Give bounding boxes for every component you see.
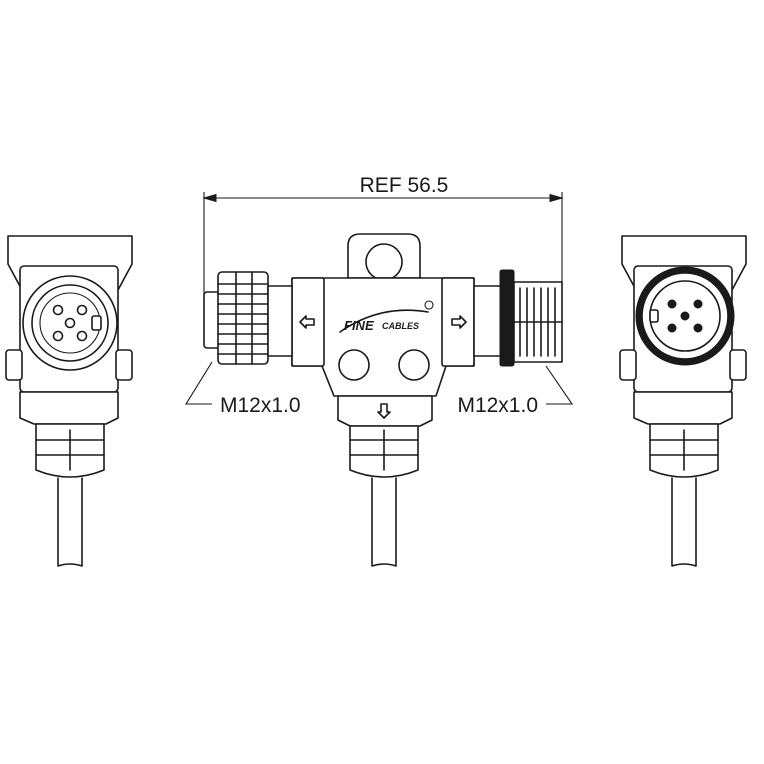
right-key-notch [649, 309, 659, 323]
dimension-arrow-right [549, 193, 564, 203]
center-cable [371, 477, 397, 567]
center-tee-connector: REF 56.5 FINE CABLES [185, 174, 574, 567]
right-pin [693, 299, 703, 309]
logo-swoosh [339, 309, 429, 333]
body-hole-left [338, 349, 370, 381]
body-hole-right [398, 349, 430, 381]
right-knurled-flange [499, 269, 515, 367]
left-nut-neck [267, 285, 293, 357]
left-thread-label: M12x1.0 [220, 394, 301, 417]
left-body-band [291, 277, 325, 367]
left-knurled-nut [217, 271, 269, 365]
right-pin [667, 299, 677, 309]
left-key-notch [91, 315, 102, 331]
left-pin-socket [52, 304, 64, 316]
left-leader-line [185, 361, 213, 405]
bottom-collar [337, 395, 433, 427]
brand-logo-sub: CABLES [382, 321, 419, 331]
brand-logo-main: FINE [344, 318, 374, 333]
dimension-arrow-left [202, 193, 217, 203]
right-male-end-view [619, 235, 747, 567]
left-side-tab-right [115, 349, 133, 381]
left-face-ring [31, 284, 109, 362]
left-female-end-view [5, 235, 133, 567]
left-pin-socket [64, 317, 76, 329]
left-pin-socket [76, 330, 88, 342]
right-pin [667, 323, 677, 333]
right-lower-collar [633, 391, 733, 425]
right-side-tab-left [619, 349, 637, 381]
left-pin-socket [52, 330, 64, 342]
right-side-tab-right [729, 349, 747, 381]
left-knurl-lines [217, 271, 269, 365]
left-lower-collar [19, 391, 119, 425]
right-leader-line [545, 365, 574, 405]
right-thread-label: M12x1.0 [457, 394, 538, 417]
left-face-outer-ring [22, 275, 118, 371]
dimension-ref: REF 56.5 [202, 174, 564, 296]
arrow-down-icon [377, 403, 391, 419]
right-pin [680, 311, 690, 321]
left-side-tab-left [5, 349, 23, 381]
dimension-label: REF 56.5 [360, 174, 449, 197]
right-thread-lines [513, 287, 563, 357]
right-body-band [441, 277, 475, 367]
arrow-left-icon [299, 315, 315, 329]
right-cable [671, 477, 697, 567]
right-pin [693, 323, 703, 333]
top-boss [347, 233, 421, 279]
left-pin-socket [76, 304, 88, 316]
arrow-right-icon [451, 315, 467, 329]
left-cable [57, 477, 83, 567]
brand-logo: FINE CABLES [339, 300, 434, 333]
registered-mark-icon [424, 300, 434, 310]
